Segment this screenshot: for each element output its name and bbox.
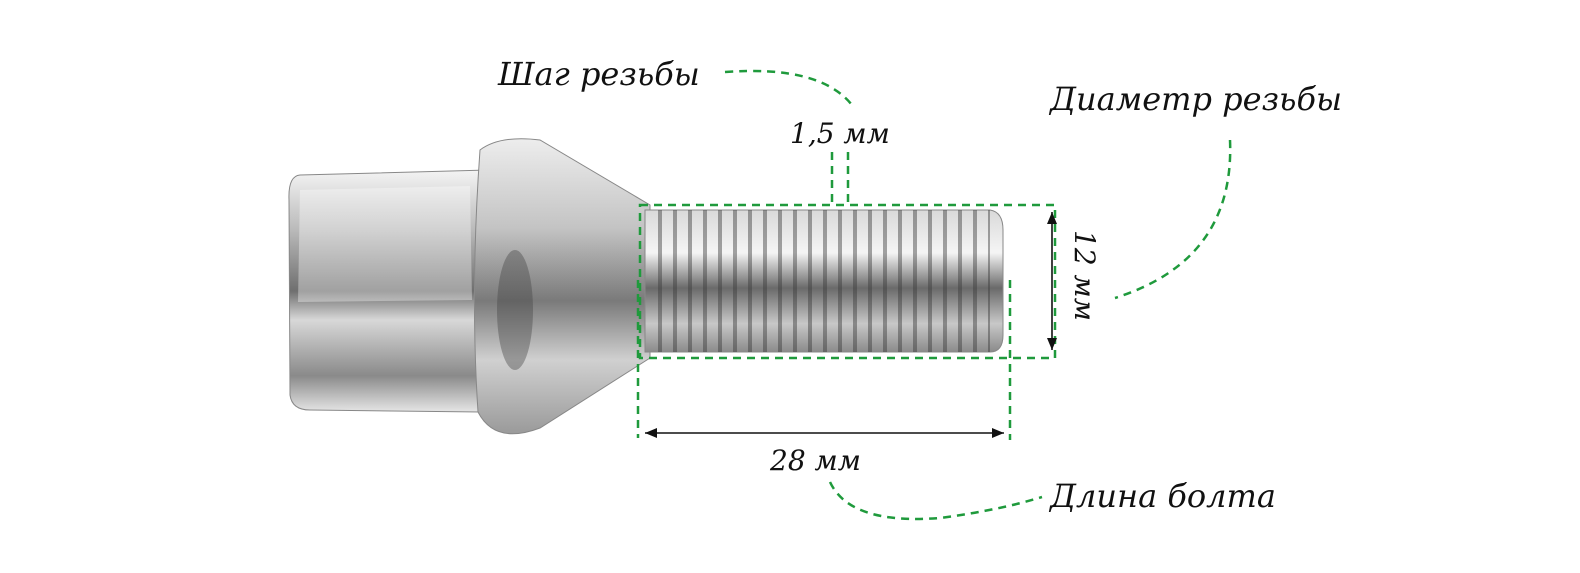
length-arrowhead-left (645, 428, 657, 438)
pitch-leader (724, 69, 853, 106)
thread-diameter-value: 12 мм (1068, 230, 1101, 321)
diameter-arrowhead-bottom (1047, 338, 1057, 350)
bolt-head (288, 169, 489, 413)
length-title: Длина болта (1048, 477, 1276, 515)
dimension-arrows (645, 212, 1057, 438)
thread-pitch-title: Шаг резьбы (497, 55, 700, 93)
bolt-image (288, 138, 1004, 435)
thread-pitch-value: 1,5 мм (790, 117, 890, 150)
diameter-leader (1114, 139, 1232, 300)
length-value: 28 мм (769, 444, 861, 477)
diameter-arrowhead-top (1047, 212, 1057, 224)
bolt-cone (473, 138, 651, 435)
length-arrowhead-right (992, 428, 1004, 438)
dimension-lines (636, 69, 1232, 521)
bolt-cone-shadow (497, 250, 533, 370)
thread-diameter-title: Диаметр резьбы (1048, 80, 1342, 118)
bolt-head-face (298, 186, 472, 302)
length-leader (828, 481, 1043, 521)
diameter-bracket (638, 203, 1057, 360)
bolt-threads (648, 210, 990, 352)
